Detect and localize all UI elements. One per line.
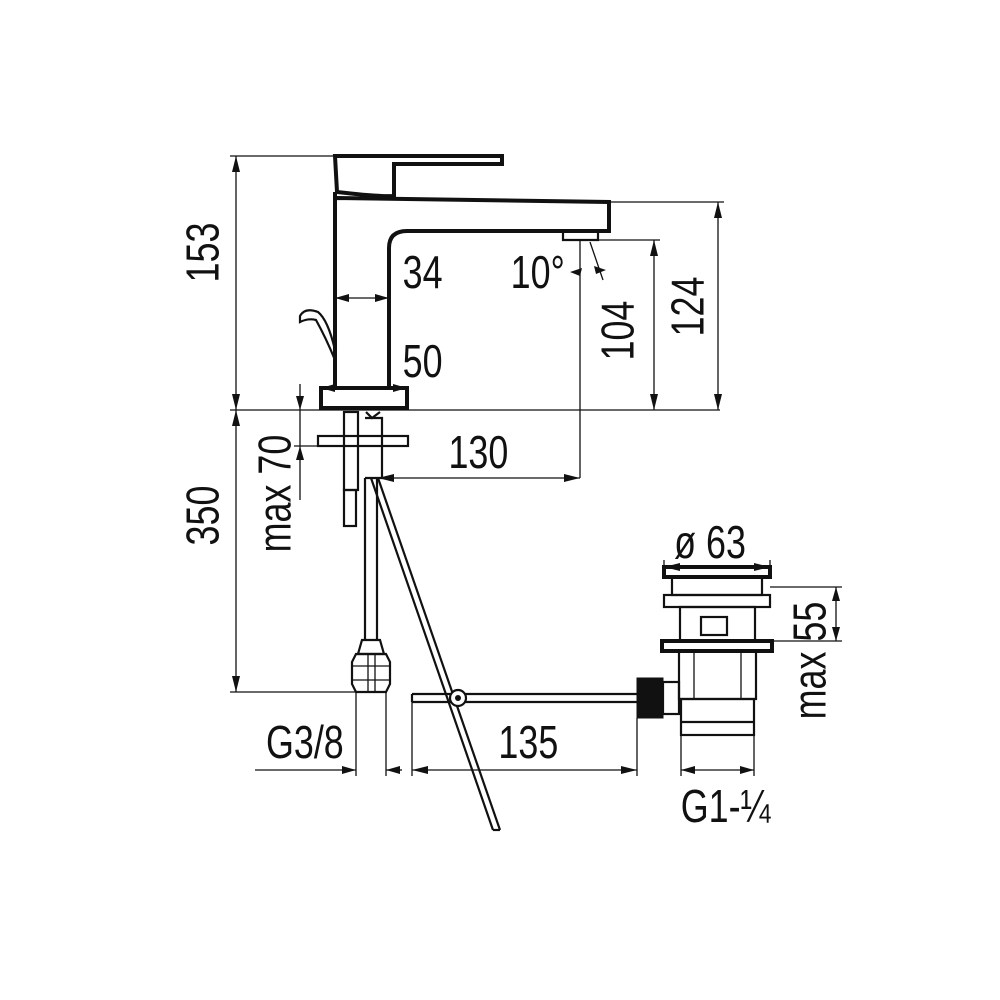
dimension-labels: 153 124 104 350 max 70 max 55 34 50 10° … xyxy=(177,223,835,832)
waste-tailpiece xyxy=(679,697,756,737)
label-waste-height: max 55 xyxy=(784,602,835,720)
handle-lever xyxy=(332,154,504,199)
label-hose-connection: G3/8 xyxy=(266,717,344,768)
threaded-stud xyxy=(342,410,360,492)
knurled-nut xyxy=(636,677,664,719)
label-base-width: 50 xyxy=(403,336,443,387)
body-and-spout xyxy=(333,192,611,390)
popup-rod xyxy=(369,477,502,832)
flexible-hose xyxy=(350,478,392,694)
stud-nut xyxy=(342,488,358,528)
fixing-plate xyxy=(316,434,410,448)
popup-lever xyxy=(298,309,337,361)
hose-hex-nut xyxy=(350,652,392,694)
faucet-body xyxy=(298,154,611,410)
hose-crimp xyxy=(356,638,386,656)
label-rod-length: 135 xyxy=(498,717,558,768)
rod-guide xyxy=(365,416,384,480)
dimension-lines xyxy=(230,155,842,776)
label-spout-reach: 130 xyxy=(448,427,508,478)
label-height-total: 153 xyxy=(177,223,228,283)
label-deck-thickness: max 70 xyxy=(249,435,300,553)
waste-window xyxy=(699,615,729,637)
label-waste-thread: G1-¼ xyxy=(681,781,771,832)
label-hose-length: 350 xyxy=(177,486,228,546)
waste-collar xyxy=(662,593,772,609)
label-height-outlet: 104 xyxy=(592,301,643,361)
label-spout-angle: 10° xyxy=(511,247,565,298)
label-body-depth: 34 xyxy=(403,247,443,298)
deck-fixing xyxy=(316,410,410,528)
waste-flange xyxy=(670,575,764,597)
waste-body-lower xyxy=(677,649,758,701)
waste-valve xyxy=(660,565,774,737)
rod-port xyxy=(661,680,681,716)
waste-locknut xyxy=(660,639,774,653)
label-height-spout: 124 xyxy=(662,277,713,337)
label-waste-diameter: ø 63 xyxy=(674,517,746,568)
rod-guide-tip xyxy=(365,411,381,420)
